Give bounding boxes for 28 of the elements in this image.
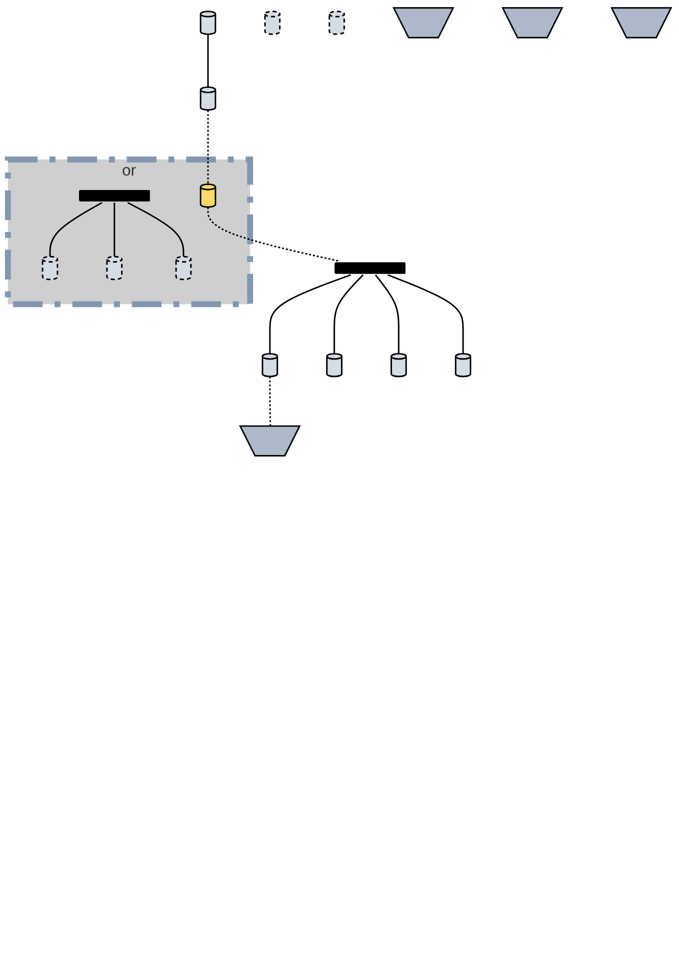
connector — [334, 274, 364, 354]
node-trapezoid — [239, 425, 301, 457]
node-cylinder — [262, 352, 278, 378]
connector — [269, 274, 352, 354]
node-cylinder — [200, 10, 216, 35]
connector — [207, 207, 340, 262]
node-cylinder — [200, 184, 216, 208]
connector — [207, 34, 209, 88]
node-cylinder — [454, 352, 472, 378]
node-cylinder — [42, 256, 58, 280]
connector — [127, 202, 184, 257]
cluster: or — [4, 156, 254, 308]
connector — [49, 202, 102, 257]
node-cylinder — [264, 10, 281, 35]
node-cylinder — [390, 352, 407, 378]
node-cylinder — [200, 86, 216, 111]
connector — [388, 274, 464, 354]
node-trapezoid — [610, 7, 672, 38]
connector — [207, 110, 209, 184]
node-cylinder — [106, 256, 123, 280]
connector — [269, 376, 272, 427]
node-trapezoid — [392, 7, 454, 38]
node-cylinder — [326, 352, 342, 378]
connector — [114, 202, 116, 257]
node-trapezoid — [501, 7, 564, 38]
node-cylinder — [175, 256, 192, 280]
node-cylinder — [328, 10, 345, 35]
connector — [374, 274, 400, 354]
